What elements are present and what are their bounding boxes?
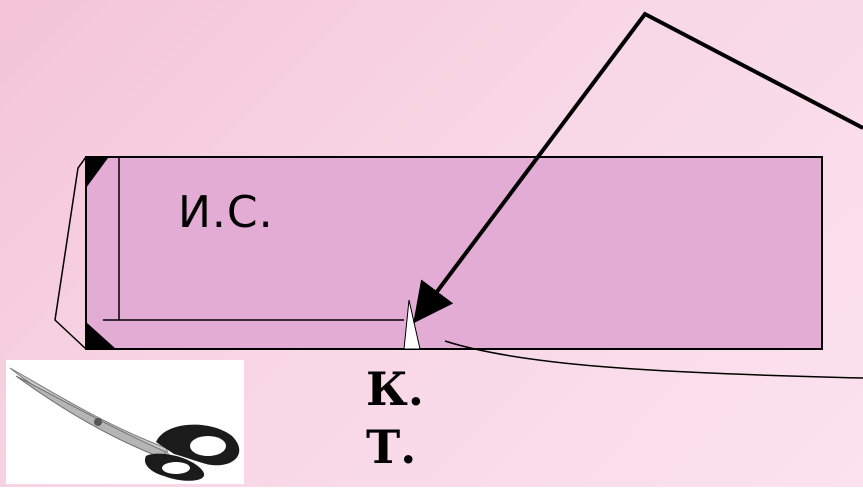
scissors-image [6,360,244,484]
pointer-line [413,11,863,324]
mark-k-label: К. [366,362,424,416]
notch-mark [403,299,421,350]
thread-curve [444,340,863,379]
corner-mark-bottom [86,322,116,349]
mark-t-label: Т. [366,420,417,474]
hem-fold-outline [54,156,87,350]
corner-mark-top [86,158,108,188]
scissors-icon [9,367,240,481]
fabric-strip [85,156,823,350]
wrong-side-label: И.С. [178,187,274,238]
